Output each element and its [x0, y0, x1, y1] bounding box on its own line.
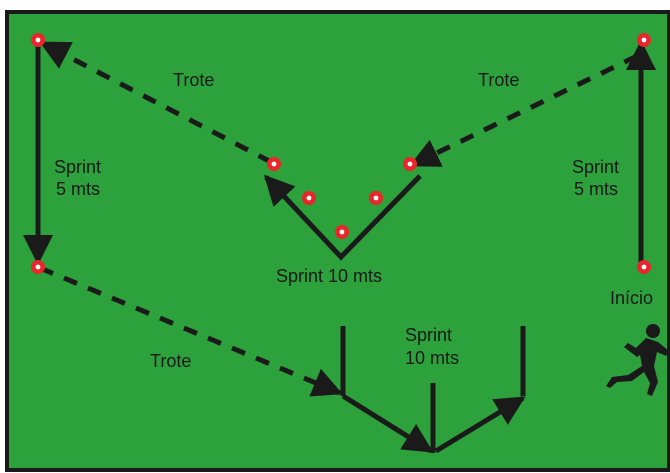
label-trote-top-left: Trote	[173, 70, 214, 90]
trote-bottom-path	[39, 265, 343, 397]
cones	[31, 33, 651, 274]
cone-marker-icon	[31, 260, 45, 274]
cone-marker-icon	[302, 191, 316, 205]
label-sprint-right-2: 5 mts	[574, 179, 618, 199]
trote-top-left-path	[39, 40, 273, 165]
label-sprint-left-1: Sprint	[54, 157, 101, 177]
runner-silhouette-icon	[606, 324, 669, 396]
cone-marker-icon	[369, 191, 383, 205]
cone-marker-icon	[403, 157, 417, 171]
label-inicio: Início	[610, 288, 653, 308]
cone-marker-icon	[335, 225, 349, 239]
cone-marker-icon	[267, 157, 281, 171]
label-sprint-right-1: Sprint	[572, 157, 619, 177]
label-sprint-left-2: 5 mts	[56, 179, 100, 199]
label-trote-top-right: Trote	[478, 70, 519, 90]
label-trote-bottom: Trote	[150, 351, 191, 371]
sprint-bottom-path-2	[434, 395, 526, 454]
cone-marker-icon	[637, 260, 651, 274]
trote-top-right-path	[409, 53, 639, 168]
sprint-bottom-path-1	[341, 393, 434, 454]
label-sprint-center: Sprint 10 mts	[276, 266, 382, 286]
sprint-v-path	[263, 174, 422, 261]
field	[5, 10, 670, 472]
cone-marker-icon	[31, 33, 45, 47]
cone-marker-icon	[637, 33, 651, 47]
label-sprint-bottom-1: Sprint	[405, 325, 452, 345]
label-sprint-bottom-2: 10 mts	[405, 348, 459, 368]
